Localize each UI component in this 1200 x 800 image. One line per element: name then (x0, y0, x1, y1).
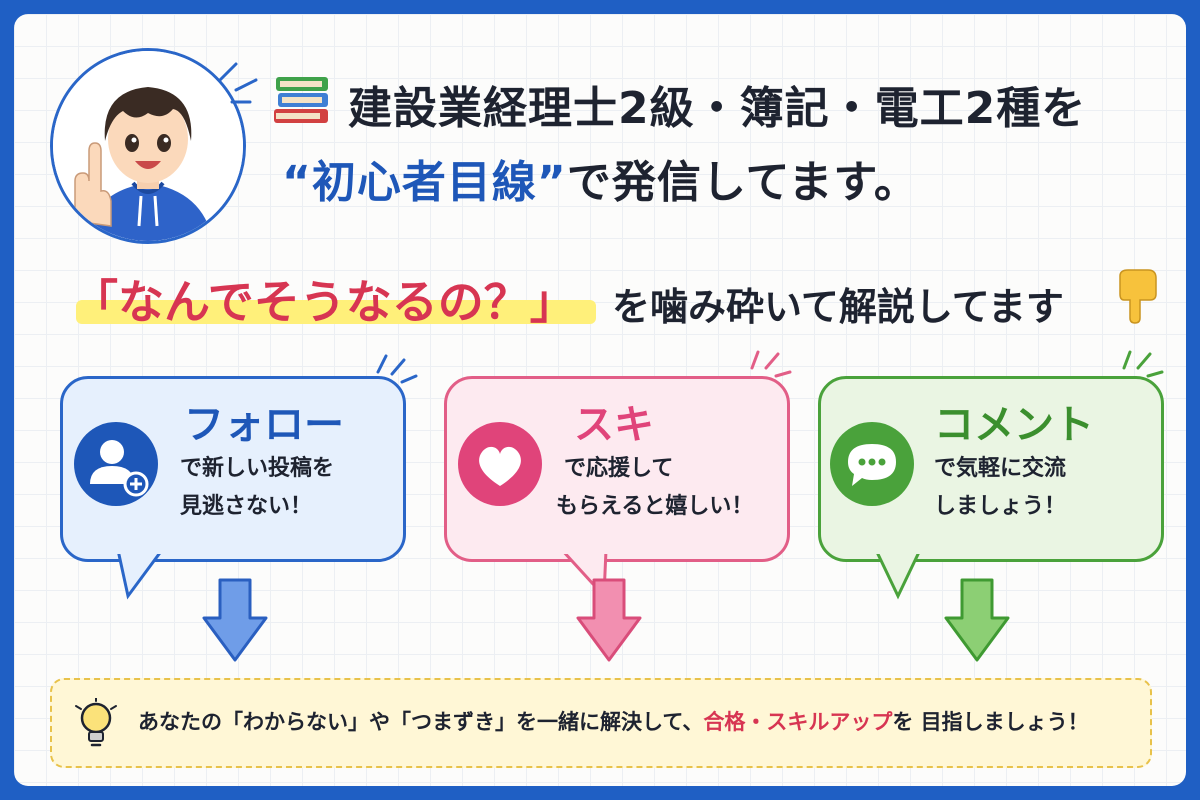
lightbulb-icon (75, 698, 117, 747)
books-icon (274, 77, 328, 123)
footer-part2: を 目指しましょう！ (892, 710, 1089, 734)
follow-line1: で新しい投稿を (180, 456, 335, 481)
highlight-rest: を噛み砕いて解説してます (612, 285, 1064, 329)
highlight-marker (76, 300, 596, 324)
pointing-down-hand-icon (1119, 269, 1157, 324)
avatar (50, 48, 246, 244)
comment-line2: しましょう！ (934, 494, 1067, 519)
comment-card-tail (870, 550, 930, 600)
header-line2: “初心者目線”で発信してます。 (282, 146, 919, 210)
highlight-phrase: 「なんでそうなるの？」 (72, 266, 596, 332)
footer-part1: あなたの「わからない」や「つまずき」を一緒に解決して、 (138, 710, 704, 734)
add-user-icon (74, 422, 158, 506)
footer-message-box: あなたの「わからない」や「つまずき」を一緒に解決して、合格・スキルアップを 目指… (50, 678, 1152, 768)
suki-title: スキ (574, 402, 654, 448)
highlight-text: 「なんでそうなるの？」 (72, 275, 576, 329)
follow-title: フォロー (184, 402, 344, 448)
heart-icon (458, 422, 542, 506)
main-card: 建設業経理士2級・簿記・電工2種を “初心者目線”で発信してます。 「なんでそう… (14, 14, 1186, 786)
comment-title: コメント (934, 402, 1094, 448)
comment-line1: で気軽に交流 (934, 456, 1067, 481)
follow-card[interactable] (60, 376, 406, 562)
header-line1: 建設業経理士2級・簿記・電工2種を (348, 83, 1087, 134)
arrow-down-icon (944, 578, 1010, 662)
follow-card-tail (112, 550, 172, 600)
suki-line2: もらえると嬉しい！ (556, 494, 754, 519)
arrow-down-icon (576, 578, 642, 662)
suki-line1: で応援して (564, 456, 674, 481)
follow-line2: 見逃さない！ (180, 494, 313, 519)
suki-sparkle-icon (750, 350, 792, 378)
footer-text: あなたの「わからない」や「つまずき」を一緒に解決して、合格・スキルアップを 目指… (138, 706, 1089, 736)
header-line2-rest: で発信してます。 (566, 157, 919, 208)
sparkle-lines-icon (218, 62, 258, 104)
boy-illustration (53, 51, 243, 241)
footer-highlight: 合格・スキルアップ (703, 710, 893, 734)
arrow-down-icon (202, 578, 268, 662)
comment-sparkle-icon (1122, 350, 1164, 378)
header-quote: “初心者目線” (282, 157, 567, 208)
follow-sparkle-icon (376, 354, 418, 384)
chat-bubble-icon (830, 422, 914, 506)
